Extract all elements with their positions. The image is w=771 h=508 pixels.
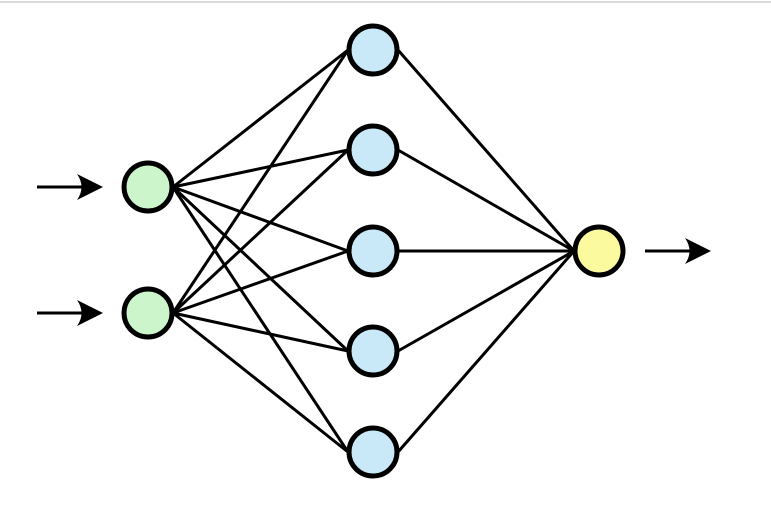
input-arrow-2-head-icon — [77, 300, 103, 326]
input-node-2 — [121, 286, 175, 340]
output-node-1 — [572, 224, 626, 278]
edge-i2-h3 — [172, 249, 349, 315]
edge-i2-h5 — [172, 311, 349, 454]
edge-i2-h2 — [171, 148, 350, 315]
edge-i1-h2 — [172, 148, 349, 189]
output-arrow-head-icon — [685, 238, 711, 264]
edge-i2-h1 — [171, 49, 350, 314]
top-border-line — [0, 1, 771, 3]
hidden-node-1 — [346, 23, 400, 77]
hidden-node-5 — [346, 425, 400, 479]
edge-h4-o1 — [397, 249, 575, 353]
input-arrow-1-head-icon — [77, 174, 103, 200]
edge-i1-h1 — [172, 48, 349, 189]
edge-i2-h4 — [172, 311, 349, 353]
hidden-node-3 — [346, 224, 400, 278]
edge-i1-h5 — [171, 186, 350, 453]
hidden-node-4 — [346, 324, 400, 378]
edge-h2-o1 — [397, 148, 575, 253]
hidden-node-2 — [346, 123, 400, 177]
edge-i1-h4 — [171, 185, 350, 353]
edge-i1-h3 — [172, 185, 349, 253]
edge-h1-o1 — [396, 49, 576, 252]
edge-h5-o1 — [396, 250, 576, 453]
input-node-1 — [121, 160, 175, 214]
